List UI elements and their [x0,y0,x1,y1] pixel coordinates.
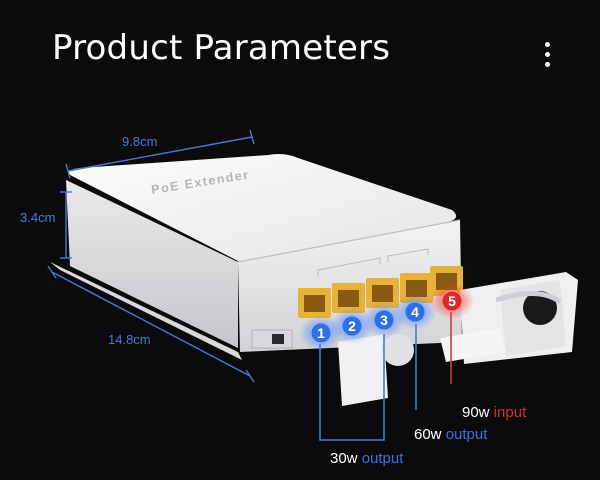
device-top-face [68,154,457,265]
callout-lines [319,312,452,441]
output-30-word: output [361,450,404,467]
output-60-label: 60w output [414,426,487,443]
svg-text:3: 3 [380,312,388,328]
port-badge-1: 1 [310,322,332,344]
input-power-label: 90w input [462,404,526,421]
input-word: input [493,404,527,421]
output-60-watts: 60w [414,426,442,443]
dimension-length-label: 14.8cm [108,332,151,347]
svg-text:4: 4 [411,304,419,320]
output-30-label: 30w output [330,450,403,467]
svg-text:5: 5 [448,293,456,309]
output-30-watts: 30w [330,450,358,467]
front-markings [317,248,429,276]
svg-text:2: 2 [348,318,356,334]
port-badge-4: 4 [404,301,426,323]
svg-text:1: 1 [317,325,325,341]
device-side-face [66,180,238,348]
dc-switch [251,329,293,349]
dimension-height-label: 3.4cm [20,210,56,225]
input-watts: 90w [462,404,490,421]
mounting-foot [338,334,414,406]
port-badge-2: 2 [341,315,363,337]
port-badge-5: 5 [441,290,463,312]
output-60-word: output [445,426,488,443]
port-badge-3: 3 [373,309,395,331]
dimension-lines [47,129,255,383]
more-vert-icon[interactable] [536,40,560,72]
dimension-width-label: 9.8cm [122,134,158,149]
cable-clamp [440,272,578,364]
page-title: Product Parameters [52,28,391,68]
